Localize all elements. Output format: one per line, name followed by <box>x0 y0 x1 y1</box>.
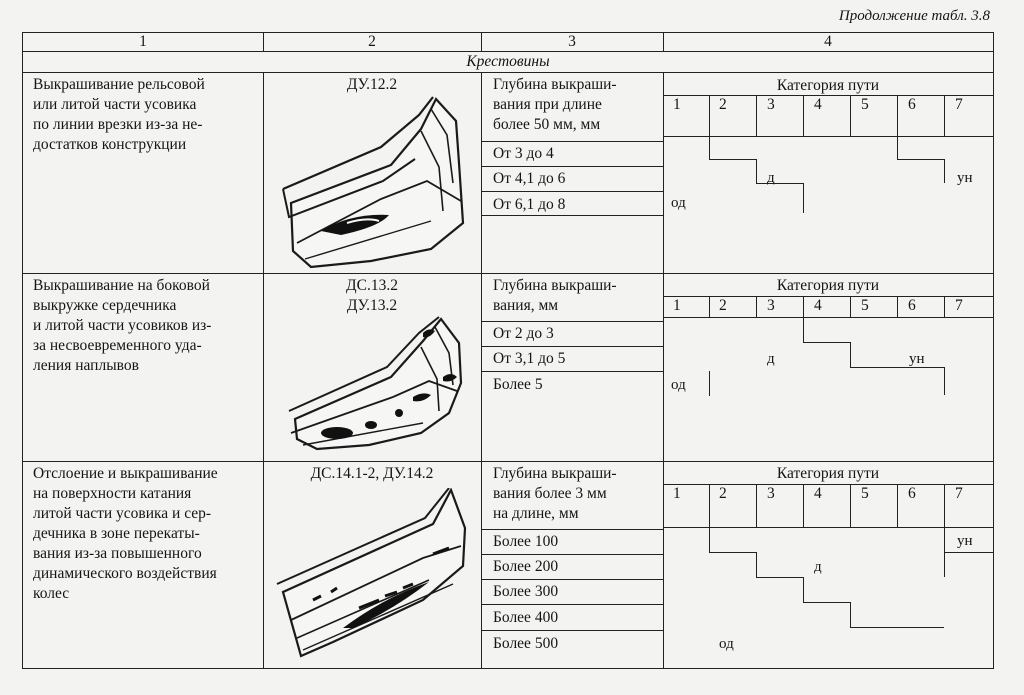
row3-code: ДС.14.1-2, ДУ.14.2 <box>310 465 434 482</box>
row1-range-2: От 4,1 до 6 <box>493 170 566 187</box>
row2-range-3: Более 5 <box>493 376 543 393</box>
row2-cat-5: 5 <box>861 297 869 314</box>
row1-grade-od: од <box>671 195 686 211</box>
row2-desc-line-2: выкружке сердечника <box>33 297 177 314</box>
row3-range-4: Более 400 <box>493 609 559 626</box>
row1-frog-drawing <box>282 96 465 269</box>
row3-cat-4: 4 <box>814 485 822 502</box>
row2-desc-line-3: и литой части усовиков из- <box>33 317 212 334</box>
col-header-4: 4 <box>824 33 832 50</box>
row1-desc-line-2: или литой части усовика <box>33 96 197 113</box>
row2-range-1: От 2 до 3 <box>493 325 554 342</box>
row2-desc-line-5: ления наплывов <box>33 357 139 374</box>
row3-desc-line-4: дечника в зоне перекаты- <box>33 525 200 542</box>
row3-grade-od: од <box>719 636 734 652</box>
row3-cat-3: 3 <box>767 485 775 502</box>
row1-grade-un: ун <box>957 170 973 186</box>
row3-cat-2: 2 <box>719 485 727 502</box>
row3-param-line-2: вания более 3 мм <box>493 485 607 502</box>
row2-frog-drawing <box>288 316 463 451</box>
col-header-2: 2 <box>368 33 376 50</box>
row1-param-line-1: Глубина выкраши- <box>493 76 617 93</box>
row1-range-1: От 3 до 4 <box>493 145 554 162</box>
row1-cat-1: 1 <box>673 96 681 113</box>
row1-range-3: От 6,1 до 8 <box>493 196 566 213</box>
row1-param-line-2: вания при длине <box>493 96 602 113</box>
row1-desc-line-1: Выкрашивание рельсовой <box>33 76 205 93</box>
row3-cat-1: 1 <box>673 485 681 502</box>
row2-param-line-2: вания, мм <box>493 297 559 314</box>
row1-cat-2: 2 <box>719 96 727 113</box>
row3-frog-drawing <box>276 488 467 658</box>
defects-table: 1 2 3 4 Крестовины Выкрашивание рельсово… <box>22 32 994 669</box>
row2-desc-line-1: Выкрашивание на боковой <box>33 277 210 294</box>
row3-category-title: Категория пути <box>776 465 880 482</box>
row3-cat-5: 5 <box>861 485 869 502</box>
row2-grade-od: од <box>671 377 686 393</box>
row2-code-2: ДУ.13.2 <box>346 297 398 314</box>
row3-desc-line-2: на поверхности катания <box>33 485 192 502</box>
row2-desc-line-4: за несвоевременного уда- <box>33 337 202 354</box>
row3-desc-line-7: колес <box>33 585 70 602</box>
row2-cat-6: 6 <box>908 297 916 314</box>
row3-grade-d: д <box>814 559 822 575</box>
row3-cat-7: 7 <box>955 485 963 502</box>
col-header-3: 3 <box>568 33 576 50</box>
row1-category-title: Категория пути <box>776 77 880 94</box>
row3-range-1: Более 100 <box>493 533 559 550</box>
row3-range-2: Более 200 <box>493 558 559 575</box>
row1-desc-line-4: достатков конструкции <box>33 136 187 153</box>
row3-param-line-3: на длине, мм <box>493 505 579 522</box>
row1-desc-line-3: по линии врезки из-за не- <box>33 116 203 133</box>
row3-desc-line-1: Отслоение и выкрашивание <box>33 465 218 482</box>
row2-cat-2: 2 <box>719 297 727 314</box>
row2-grade-d: д <box>767 351 775 367</box>
row3-cat-6: 6 <box>908 485 916 502</box>
row1-grade-d: д <box>767 170 775 186</box>
row2-param-line-1: Глубина выкраши- <box>493 277 617 294</box>
row2-range-2: От 3,1 до 5 <box>493 350 566 367</box>
row3-desc-line-5: вания из-за повышенного <box>33 545 202 562</box>
row1-cat-3: 3 <box>767 96 775 113</box>
row3-param-line-1: Глубина выкраши- <box>493 465 617 482</box>
row2-cat-3: 3 <box>767 297 775 314</box>
row3-desc-line-3: литой части усовика и сер- <box>33 505 212 522</box>
row2-cat-4: 4 <box>814 297 822 314</box>
row2-category-title: Категория пути <box>776 277 880 294</box>
row2-cat-1: 1 <box>673 297 681 314</box>
row3-range-3: Более 300 <box>493 583 559 600</box>
row1-cat-6: 6 <box>908 96 916 113</box>
row2-grade-un: ун <box>909 351 925 367</box>
row1-cat-4: 4 <box>814 96 822 113</box>
row1-code: ДУ.12.2 <box>346 76 398 93</box>
row2-code-1: ДС.13.2 <box>346 277 398 294</box>
row3-range-5: Более 500 <box>493 635 559 652</box>
row3-desc-line-6: динамического воздействия <box>33 565 217 582</box>
col-header-1: 1 <box>139 33 147 50</box>
row2-cat-7: 7 <box>955 297 963 314</box>
row3-grade-un: ун <box>957 533 973 549</box>
row1-cat-7: 7 <box>955 96 963 113</box>
section-title: Крестовины <box>466 53 550 70</box>
row1-cat-5: 5 <box>861 96 869 113</box>
row1-param-line-3: более 50 мм, мм <box>493 116 601 133</box>
caption: Продолжение табл. 3.8 <box>838 8 990 24</box>
